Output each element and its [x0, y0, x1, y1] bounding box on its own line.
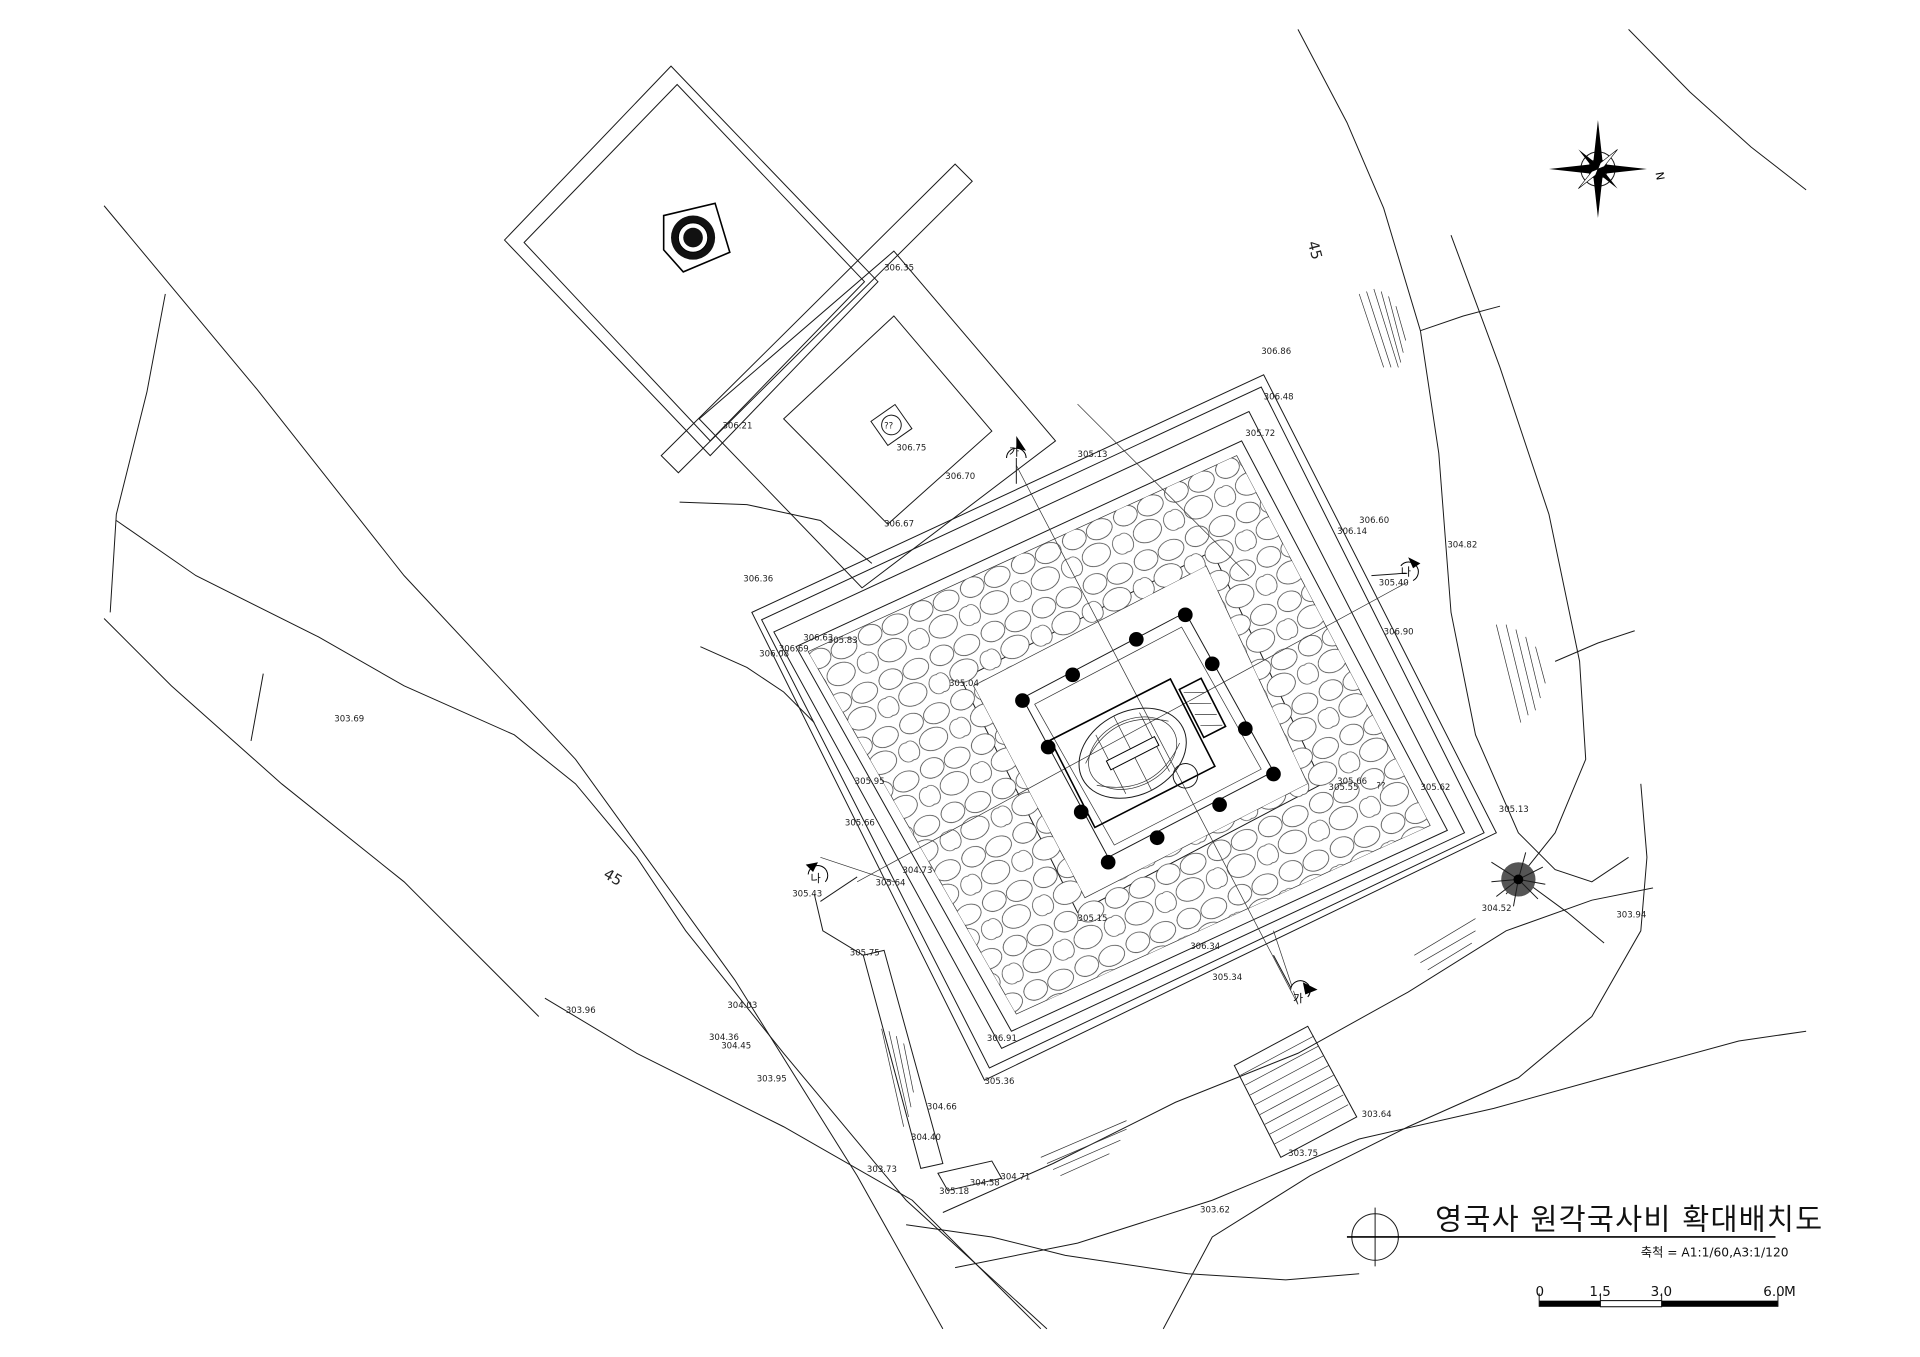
elevation: 305.75 — [850, 948, 880, 958]
elevation: 306.48 — [1264, 392, 1294, 402]
section-marker-na-left: 나 — [805, 862, 857, 901]
scale-bar: 0 1.5 3.0 6.0 M — [1536, 1284, 1796, 1307]
axis-lines — [820, 404, 1408, 1004]
elevation: 304.36 — [709, 1033, 739, 1043]
section-label: 나 — [811, 872, 821, 885]
elevation: 305.13 — [1078, 450, 1108, 460]
elevation: 303.64 — [1362, 1110, 1392, 1120]
section-marker-ga-bottom: 가 — [1273, 955, 1318, 1005]
elevation: 306.35 — [884, 264, 914, 274]
offering-stone-icon — [1179, 678, 1225, 737]
section-marker-na-right: 나 — [1371, 557, 1421, 580]
stupa-monument-icon — [664, 203, 730, 272]
elevation: 306.70 — [945, 472, 975, 482]
stairs — [1234, 1026, 1356, 1157]
elevation: 304.73 — [902, 866, 932, 876]
north-arrow-icon — [1548, 120, 1647, 219]
elevation: 304.40 — [911, 1133, 941, 1143]
elevation: 303.95 — [757, 1074, 787, 1084]
elevation: 306.69 — [779, 645, 809, 655]
turtle-base-stele-icon — [1050, 679, 1218, 834]
elevation: 305.43 — [792, 890, 822, 900]
slope-hatching — [882, 289, 1546, 1176]
elevation: 306.34 — [1190, 942, 1220, 952]
elevation: 304.66 — [927, 1103, 957, 1113]
scale-note: 축척 = A1:1/60,A3:1/120 — [1641, 1246, 1789, 1260]
elevation: 304.03 — [727, 1001, 757, 1011]
elevation: 305.15 — [1078, 914, 1108, 924]
elevation: 305.62 — [1420, 783, 1450, 793]
scale-label: 6.0 — [1763, 1284, 1784, 1300]
tree-icon — [1491, 852, 1545, 906]
base-stone-icon — [871, 405, 912, 446]
elevation: 304.45 — [721, 1041, 751, 1051]
elevation: 306.63 — [803, 634, 833, 644]
elevation: 305.36 — [984, 1077, 1014, 1087]
elevation: 306.14 — [1337, 527, 1367, 537]
elevation: 304.82 — [1447, 540, 1477, 550]
elevation: 305.04 — [949, 679, 979, 689]
elevation: 305.83 — [828, 636, 858, 646]
mark-label: ?? — [884, 422, 893, 432]
elevation: 306.75 — [896, 444, 926, 454]
elevation: 305.66 — [1337, 777, 1367, 787]
elevation: 305.13 — [1499, 805, 1529, 815]
elevation: 305.34 — [1212, 973, 1242, 983]
elevation: 305.18 — [939, 1187, 969, 1197]
elevation: 304.71 — [1000, 1172, 1030, 1182]
mark-label: ?? — [1376, 782, 1385, 792]
elevation: 303.94 — [1616, 910, 1646, 920]
elevation: 305.72 — [1245, 429, 1275, 439]
elevation: 305.66 — [845, 818, 875, 828]
north-label: N — [1653, 171, 1667, 181]
elevation: 303.96 — [566, 1006, 596, 1016]
scale-label: 1.5 — [1589, 1284, 1610, 1300]
elevation: 303.75 — [1288, 1149, 1318, 1159]
section-label: 나 — [1401, 566, 1411, 579]
contour-label: 45 — [1304, 239, 1325, 261]
scale-label: M — [1784, 1284, 1796, 1300]
elevation: 306.67 — [884, 520, 914, 530]
elevation: 306.60 — [1359, 516, 1389, 526]
title-block: 영국사 원각국사비 확대배치도 축척 = A1:1/60,A3:1/120 — [1347, 1203, 1823, 1267]
section-label: 가 — [1009, 446, 1019, 459]
elevation: 306.36 — [743, 575, 773, 585]
contour-label: 45 — [600, 866, 625, 890]
elevation-labels: 306.35 306.21 306.75 306.70 306.67 306.8… — [334, 264, 1646, 1216]
section-marker-ga-top: 가 — [1007, 436, 1027, 484]
elevation: 305.55 — [1329, 783, 1359, 793]
elevation: 305.95 — [855, 777, 885, 787]
drawing-title: 영국사 원각국사비 확대배치도 — [1435, 1203, 1823, 1237]
elevation: 305.64 — [876, 878, 906, 888]
scale-label: 0 — [1536, 1284, 1545, 1300]
elevation: 306.21 — [722, 422, 752, 432]
stone-paving — [808, 455, 1431, 1015]
elevation: 303.62 — [1200, 1205, 1230, 1215]
elevation: 304.58 — [970, 1179, 1000, 1189]
terrain-lines — [104, 29, 1806, 1328]
section-label: 가 — [1293, 992, 1303, 1005]
elevation: 306.91 — [987, 1034, 1017, 1044]
elevation: 306.86 — [1261, 347, 1291, 357]
lower-walls — [863, 950, 1001, 1190]
upper-platform — [504, 66, 1055, 588]
elevation: 306.08 — [759, 649, 789, 659]
scale-label: 3.0 — [1651, 1284, 1672, 1300]
elevation: 305.40 — [1379, 578, 1409, 588]
elevation: 303.73 — [867, 1165, 897, 1175]
elevation: 303.69 — [334, 714, 364, 724]
elevation: 304.52 — [1482, 904, 1512, 914]
elevation: 306.90 — [1384, 627, 1414, 637]
